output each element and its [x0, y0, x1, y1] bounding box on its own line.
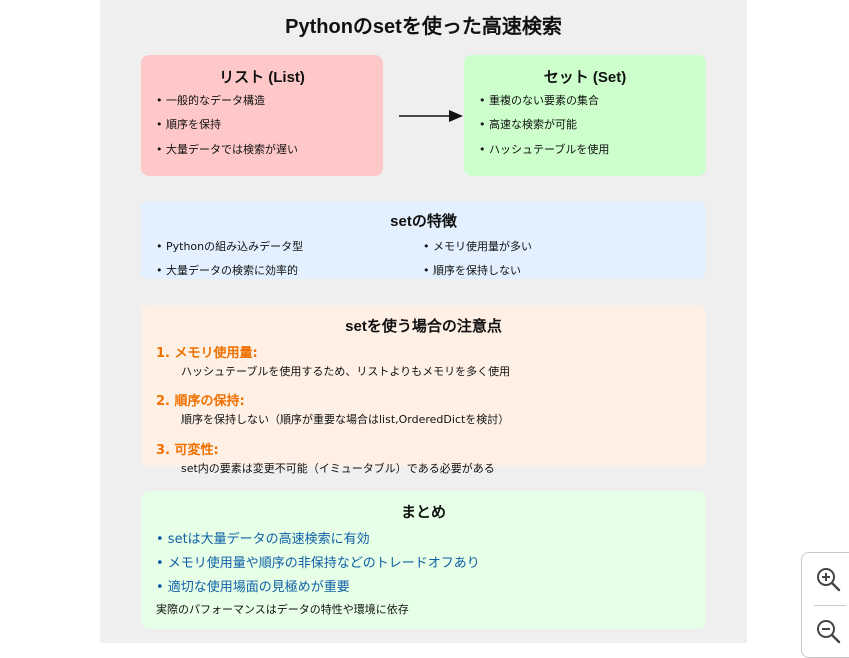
zoom-out-icon[interactable]: [814, 617, 842, 645]
zoom-in-icon[interactable]: [814, 565, 842, 593]
features-title: setの特徴: [390, 213, 457, 230]
summary-note: 実際のパフォーマンスはデータの特性や環境に依存: [156, 603, 409, 616]
caution-heading: 3. 可変性:: [156, 443, 219, 458]
feature-item: • Pythonの組み込みデータ型: [156, 240, 304, 253]
caution-description: ハッシュテーブルを使用するため、リストよりもメモリを多く使用: [181, 365, 511, 378]
list-box-title: リスト (List): [219, 69, 305, 86]
caution-description: 順序を保持しない（順序が重要な場合はlist,OrderedDictを検討）: [181, 413, 510, 426]
summary-point: • 適切な使用場面の見極めが重要: [156, 580, 350, 595]
list-item: • 大量データでは検索が遅い: [156, 143, 298, 156]
set-box: セット (Set) • 重複のない要素の集合 • 高速な検索が可能 • ハッシュ…: [464, 55, 706, 176]
summary-point: • メモリ使用量や順序の非保持などのトレードオフあり: [156, 556, 480, 571]
caution-heading: 2. 順序の保持:: [156, 394, 245, 409]
list-item: • 高速な検索が可能: [479, 118, 577, 131]
summary-title: まとめ: [400, 504, 446, 521]
list-item: • ハッシュテーブルを使用: [479, 143, 610, 156]
cautions-box: setを使う場合の注意点 1. メモリ使用量: ハッシュテーブルを使用するため、…: [141, 305, 706, 475]
set-box-title: セット (Set): [543, 69, 627, 86]
list-box: リスト (List) • 一般的なデータ構造 • 順序を保持 • 大量データでは…: [141, 55, 383, 176]
zoom-separator: [814, 605, 846, 606]
feature-item: • 大量データの検索に効率的: [156, 264, 298, 277]
feature-item: • 順序を保持しない: [423, 264, 521, 277]
list-item: • 一般的なデータ構造: [156, 94, 265, 107]
feature-item: • メモリ使用量が多い: [423, 240, 532, 253]
list-item: • 順序を保持: [156, 118, 221, 131]
diagram-title: Pythonのsetを使った高速検索: [285, 16, 562, 38]
list-item: • 重複のない要素の集合: [479, 94, 599, 107]
cautions-title: setを使う場合の注意点: [345, 318, 502, 335]
features-box: setの特徴 • Pythonの組み込みデータ型 • 大量データの検索に効率的 …: [141, 201, 706, 279]
right-arrow-icon: [399, 108, 463, 122]
caution-heading: 1. メモリ使用量:: [156, 346, 258, 361]
diagram-canvas: Pythonのsetを使った高速検索 リスト (List) • 一般的なデータ構…: [100, 0, 747, 643]
summary-point: • setは大量データの高速検索に有効: [156, 532, 370, 547]
summary-box: まとめ • setは大量データの高速検索に有効 • メモリ使用量や順序の非保持な…: [141, 491, 706, 629]
zoom-controls: [801, 552, 849, 658]
caution-description: set内の要素は変更不可能（イミュータブル）である必要がある: [181, 462, 495, 475]
